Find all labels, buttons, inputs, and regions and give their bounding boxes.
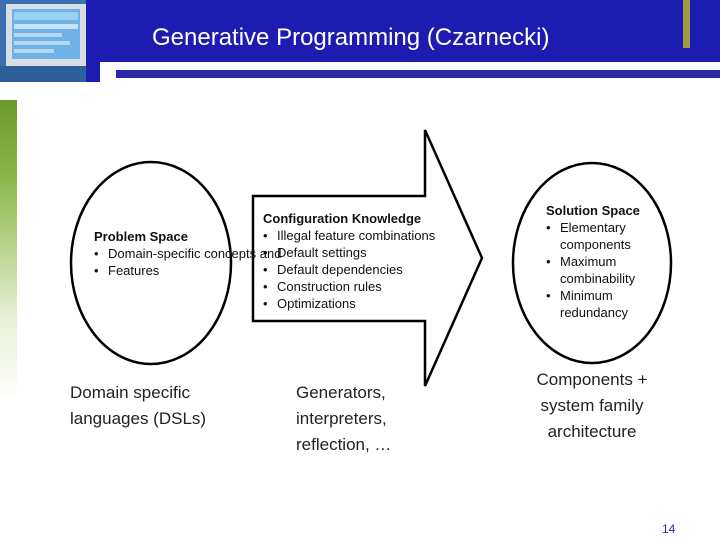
caption-line: interpreters, <box>296 409 387 428</box>
problem-space-item: Domain-specific concepts and <box>94 245 281 262</box>
header-accent-bar <box>683 0 690 48</box>
caption-line: Domain specific <box>70 383 190 402</box>
configuration-knowledge-item: Default dependencies <box>263 261 435 278</box>
caption-line: Components + <box>536 370 648 389</box>
configuration-knowledge-title: Configuration Knowledge <box>263 211 422 226</box>
header-band <box>0 0 720 62</box>
configuration-knowledge-item: Construction rules <box>263 278 435 295</box>
configuration-knowledge-item: Optimizations <box>263 295 435 312</box>
side-accent-stripe <box>0 100 17 540</box>
caption-dsl: Domain specific languages (DSLs) <box>70 380 206 432</box>
header-underline-bar <box>116 70 720 78</box>
configuration-knowledge-item: Illegal feature combinations <box>263 227 435 244</box>
problem-space-item: Features <box>94 262 281 279</box>
solution-space-item: Minimum redundancy <box>546 287 660 321</box>
configuration-knowledge-item: Default settings <box>263 244 435 261</box>
caption-generators: Generators, interpreters, reflection, … <box>296 380 391 458</box>
caption-line: languages (DSLs) <box>70 409 207 428</box>
slide-title: Generative Programming (Czarnecki) <box>152 24 550 51</box>
caption-line: reflection, … <box>296 435 392 454</box>
solution-space-item: Maximum combinability <box>546 253 660 287</box>
page-number: 14 <box>662 522 676 536</box>
configuration-knowledge-box: Configuration Knowledge Illegal feature … <box>263 210 435 312</box>
computer-monitor-icon <box>0 0 100 82</box>
problem-space-box: Problem Space Domain-specific concepts a… <box>94 228 281 279</box>
caption-components: Components + system family architecture <box>522 367 662 445</box>
problem-space-title: Problem Space <box>94 229 188 244</box>
caption-line: Generators, <box>296 383 386 402</box>
caption-line: system family <box>540 396 644 415</box>
solution-space-box: Solution Space Elementary components Max… <box>546 202 660 321</box>
solution-space-item: Elementary components <box>546 219 660 253</box>
solution-space-title: Solution Space <box>546 203 640 218</box>
caption-line: architecture <box>547 422 637 441</box>
